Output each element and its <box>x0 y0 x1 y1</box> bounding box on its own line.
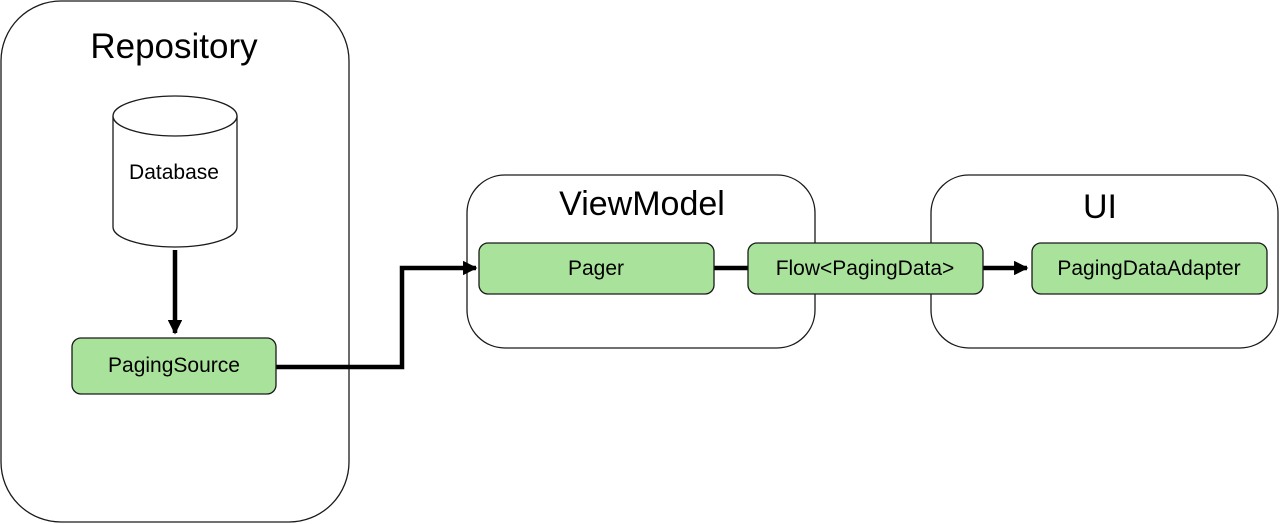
pager-label: Pager <box>568 257 624 280</box>
pager-node: Pager <box>478 242 715 295</box>
database-label: Database <box>129 161 219 184</box>
adapter-node: PagingDataAdapter <box>1031 242 1268 295</box>
adapter-label: PagingDataAdapter <box>1057 257 1240 280</box>
database-top <box>112 95 238 137</box>
adapter-box <box>1031 242 1268 295</box>
pagingsource-label: PagingSource <box>108 354 240 377</box>
pager-box <box>478 242 715 295</box>
flow-label: Flow<PagingData> <box>776 257 955 280</box>
pagingsource-to-pager-arrow <box>276 260 478 370</box>
flow-box <box>747 242 984 295</box>
database-icon <box>112 116 238 248</box>
pagingsource-node: PagingSource <box>71 337 277 395</box>
viewmodel-title: ViewModel <box>559 185 725 223</box>
database-node: Database <box>112 95 238 248</box>
flow-node: Flow<PagingData> <box>747 242 984 295</box>
repository-title: Repository <box>90 27 258 66</box>
pagingsource-box <box>71 337 277 395</box>
ui-title: UI <box>1083 188 1117 226</box>
